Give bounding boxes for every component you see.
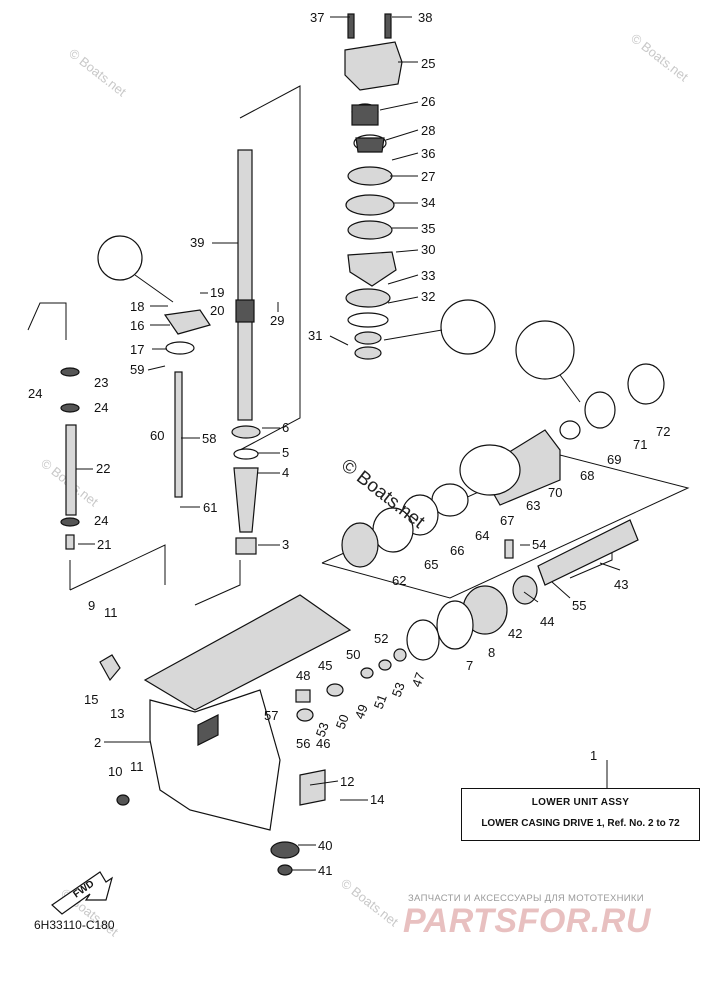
- callout-24c: 24: [94, 513, 108, 528]
- callout-46: 46: [316, 736, 330, 751]
- callout-12: 12: [340, 774, 354, 789]
- callout-34: 34: [421, 195, 435, 210]
- callout-7: 7: [466, 658, 473, 673]
- callout-29: 29: [270, 313, 284, 328]
- callout-35: 35: [421, 221, 435, 236]
- callout-52: 52: [374, 631, 388, 646]
- callout-26: 26: [421, 94, 435, 109]
- callout-16: 16: [130, 318, 144, 333]
- callout-53b: 53: [389, 680, 408, 699]
- watermark-tile: © Boats.net: [66, 46, 129, 100]
- callout-62: 62: [392, 573, 406, 588]
- callout-30: 30: [421, 242, 435, 257]
- callout-18: 18: [130, 299, 144, 314]
- drive-shaft: [174, 149, 261, 555]
- detail-circle: [97, 235, 143, 281]
- callout-41: 41: [318, 863, 332, 878]
- callout-48: 48: [296, 668, 310, 683]
- callout-72: 72: [656, 424, 670, 439]
- callout-47: 47: [409, 670, 428, 689]
- callout-6: 6: [282, 420, 289, 435]
- callout-45: 45: [318, 658, 332, 673]
- assembly-title: LOWER UNIT ASSY: [531, 797, 630, 808]
- prop-shaft-assembly: [341, 363, 665, 661]
- callout-17: 17: [130, 342, 144, 357]
- watermark-tile: © Boats.net: [338, 876, 401, 930]
- callout-14: 14: [370, 792, 384, 807]
- fwd-arrow: FWD: [51, 871, 114, 915]
- callout-66: 66: [450, 543, 464, 558]
- callout-27: 27: [421, 169, 435, 184]
- callout-38: 38: [418, 10, 432, 25]
- callout-65: 65: [424, 557, 438, 572]
- callout-69: 69: [607, 452, 621, 467]
- callout-24b: 24: [94, 400, 108, 415]
- callout-58: 58: [202, 431, 216, 446]
- callout-40: 40: [318, 838, 332, 853]
- callout-22: 22: [96, 461, 110, 476]
- callout-33: 33: [421, 268, 435, 283]
- callout-24a: 24: [28, 386, 42, 401]
- callout-42: 42: [508, 626, 522, 641]
- callout-68: 68: [580, 468, 594, 483]
- callout-37: 37: [310, 10, 324, 25]
- assembly-subtitle: LOWER CASING DRIVE 1, Ref. No. 2 to 72: [481, 818, 680, 829]
- detail-circle: [515, 320, 575, 380]
- detail-circle: [440, 299, 496, 355]
- callout-numbers: 37 38 25 26 28 36 27 34 35 30 33 32 29 3…: [28, 10, 670, 878]
- callout-11a: 11: [104, 605, 118, 620]
- dealer-caption: ЗАПЧАСТИ И АКСЕССУАРЫ ДЛЯ МОТОТЕХНИКИ: [408, 893, 644, 904]
- callout-63: 63: [526, 498, 540, 513]
- callout-9: 9: [88, 598, 95, 613]
- callout-25: 25: [421, 56, 435, 71]
- callout-39: 39: [190, 235, 204, 250]
- callout-50a: 50: [346, 647, 360, 662]
- callout-54: 54: [532, 537, 546, 552]
- clutch-parts: [295, 648, 407, 722]
- callout-28: 28: [421, 123, 435, 138]
- watermark-tile: © Boats.net: [628, 31, 691, 85]
- callout-10: 10: [108, 764, 122, 779]
- callout-36: 36: [421, 146, 435, 161]
- callout-11b: 11: [130, 759, 144, 774]
- dealer-logo: PARTSFOR.RU: [403, 902, 651, 940]
- leader-lines: [76, 16, 621, 871]
- callout-23: 23: [94, 375, 108, 390]
- callout-64: 64: [475, 528, 489, 543]
- callout-3: 3: [282, 537, 289, 552]
- callout-50b: 50: [333, 712, 352, 731]
- pump-stack: [344, 13, 403, 360]
- callout-21: 21: [97, 537, 111, 552]
- callout-2: 2: [94, 735, 101, 750]
- callout-32: 32: [421, 289, 435, 304]
- callout-1: 1: [590, 748, 597, 763]
- assembly-box: LOWER UNIT ASSY LOWER CASING DRIVE 1, Re…: [461, 788, 700, 841]
- shift-rod-assembly: [27, 302, 211, 550]
- callout-15: 15: [84, 692, 98, 707]
- callout-19: 19: [210, 285, 224, 300]
- callout-71: 71: [633, 437, 647, 452]
- callout-5: 5: [282, 445, 289, 460]
- callout-4: 4: [282, 465, 289, 480]
- diagram-code: 6H33110-C180: [34, 918, 115, 932]
- callout-53a: 53: [313, 720, 332, 739]
- callout-56: 56: [296, 736, 310, 751]
- callout-8: 8: [488, 645, 495, 660]
- callout-55: 55: [572, 598, 586, 613]
- callout-13: 13: [110, 706, 124, 721]
- callout-57: 57: [264, 708, 278, 723]
- callout-59: 59: [130, 362, 144, 377]
- callout-20: 20: [210, 303, 224, 318]
- callout-49: 49: [352, 702, 371, 721]
- callout-31: 31: [308, 328, 322, 343]
- callout-43: 43: [614, 577, 628, 592]
- callout-61: 61: [203, 500, 217, 515]
- callout-70: 70: [548, 485, 562, 500]
- callout-51: 51: [371, 692, 390, 711]
- lower-casing: [99, 594, 352, 876]
- callout-67: 67: [500, 513, 514, 528]
- callout-60: 60: [150, 428, 164, 443]
- callout-44: 44: [540, 614, 554, 629]
